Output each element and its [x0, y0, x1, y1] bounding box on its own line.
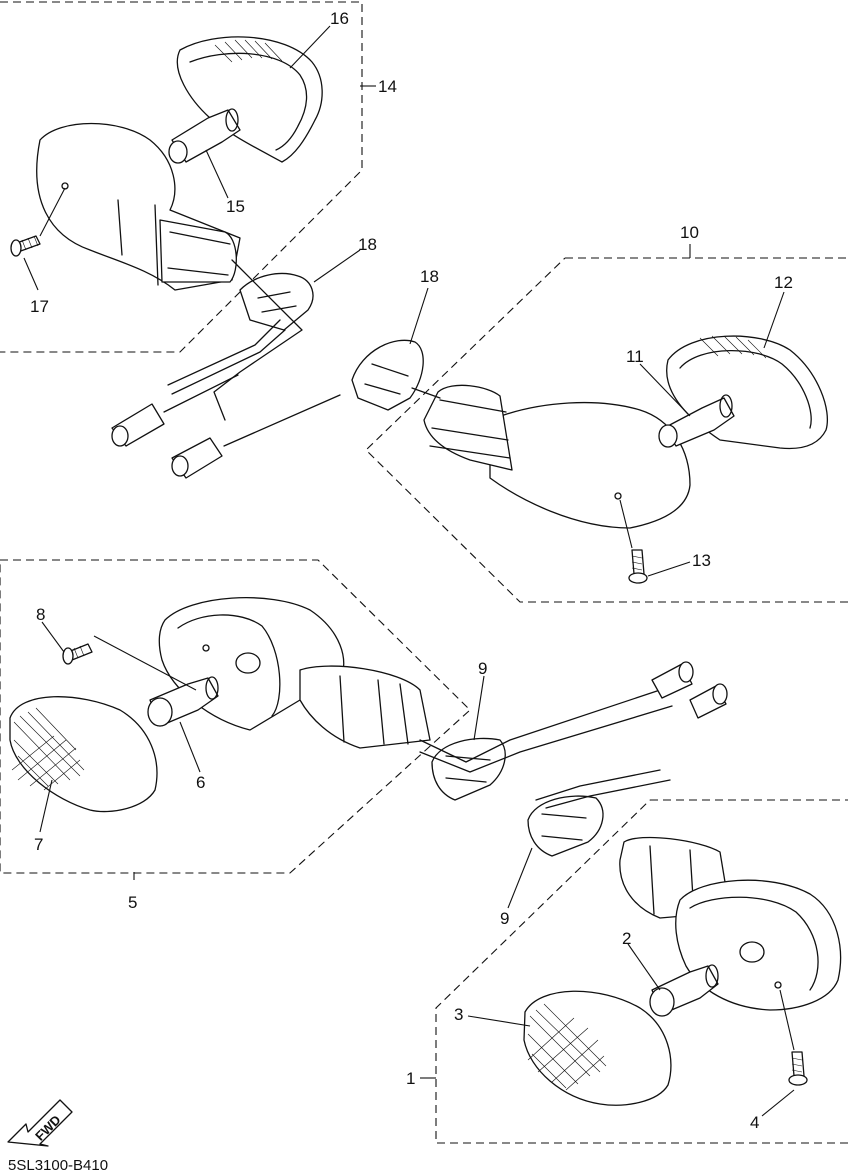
- turn-signal-rear-left: [158, 597, 431, 749]
- callout-18-upper: 18: [358, 235, 377, 254]
- turn-signal-front-right: [423, 384, 691, 529]
- callout-9-mid: 9: [478, 659, 487, 678]
- screw-hole: [614, 492, 622, 500]
- callout-2: 2: [622, 929, 631, 948]
- lens-3: [523, 990, 672, 1106]
- screw-4: [788, 1051, 808, 1086]
- signal-body: [489, 401, 691, 529]
- callout-1: 1: [406, 1069, 415, 1088]
- callout-17: 17: [30, 297, 49, 316]
- callout-4: 4: [750, 1113, 759, 1132]
- lens-16: [176, 36, 323, 163]
- connector-right-2: [689, 683, 728, 719]
- callout-13: 13: [692, 551, 711, 570]
- grommet-18-upper: [239, 272, 314, 331]
- wire-left-1: [167, 319, 286, 395]
- callout-15: 15: [226, 197, 245, 216]
- drawing-code: 5SL3100-B410: [8, 1157, 108, 1173]
- bulb-15: [168, 108, 241, 164]
- screw-hole: [202, 644, 210, 652]
- signal-neck: [423, 384, 513, 471]
- grommet-9-lower: [527, 795, 604, 857]
- connector-right-1: [651, 661, 694, 699]
- screw-8: [62, 643, 93, 665]
- group-box-10: [365, 257, 848, 603]
- reflector-socket: [739, 941, 765, 963]
- leader-screw-17: [23, 187, 66, 291]
- fwd-arrow-icon: FWD: [7, 1099, 73, 1147]
- callout-11: 11: [626, 347, 644, 366]
- callout-12: 12: [774, 273, 793, 292]
- group-box-5: [0, 559, 471, 874]
- bulb-2: [649, 964, 719, 1017]
- group-box-14: [0, 1, 363, 353]
- callout-8: 8: [36, 605, 45, 624]
- callout-5: 5: [128, 893, 137, 912]
- turn-signal-front-left: [36, 122, 241, 291]
- wire-left-2: [213, 259, 303, 421]
- bulb-11: [658, 394, 735, 448]
- callout-18-lower: 18: [420, 267, 439, 286]
- callout-14: 14: [378, 77, 397, 96]
- callout-10: 10: [680, 223, 699, 242]
- screw-hole: [774, 981, 782, 989]
- signal-neck: [299, 665, 431, 749]
- turn-signal-rear-right: [619, 836, 842, 1011]
- screw-13: [628, 549, 648, 584]
- callout-16: 16: [330, 9, 349, 28]
- callout-7: 7: [34, 835, 43, 854]
- callout-3: 3: [454, 1005, 463, 1024]
- signal-neck: [159, 219, 237, 283]
- grommet-18-lower: [351, 339, 424, 411]
- screw-17: [10, 235, 41, 257]
- callout-6: 6: [196, 773, 205, 792]
- bulb-6: [147, 676, 219, 727]
- connector-left-1: [111, 403, 165, 447]
- reflector-socket: [235, 652, 261, 674]
- group-box-1: [435, 799, 848, 1144]
- connector-left-2: [171, 437, 223, 479]
- lens-7: [9, 696, 158, 813]
- callout-9-lower: 9: [500, 909, 509, 928]
